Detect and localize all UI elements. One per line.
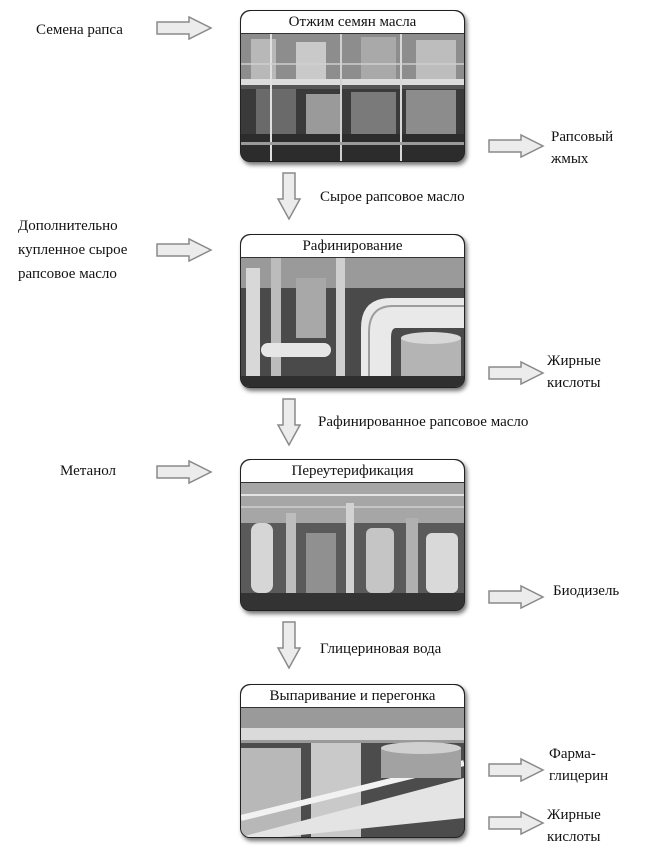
- down-arrow-1: [276, 172, 302, 221]
- output-arrow-fatty-acids-2: [488, 810, 545, 836]
- stage-transesterification-title: Переутерификация: [241, 460, 464, 483]
- refined-oil-label: Рафинированное рапсовое масло: [318, 414, 529, 430]
- stage-refining: Рафинирование: [240, 234, 465, 388]
- input-purchased-oil-line-3: рапсовое масло: [18, 266, 117, 282]
- input-arrow-1: [156, 15, 213, 41]
- output-fatty-acids-2-label: Жирные кислоты: [547, 804, 601, 848]
- output-arrow-biodiesel: [488, 584, 545, 610]
- crude-oil-label: Сырое рапсовое масло: [320, 189, 465, 205]
- output-arrow-pharma-glycerin: [488, 757, 545, 783]
- output-biodiesel-label: Биодизель: [553, 583, 620, 599]
- stage-refining-title: Рафинирование: [241, 235, 464, 258]
- glycerin-water-label: Глицериновая вода: [320, 641, 442, 657]
- output-arrow-fatty-acids-1: [488, 360, 545, 386]
- output-fatty-acids-1-label: Жирные кислоты: [547, 350, 601, 394]
- input-rapeseed-label: Семена рапса: [36, 22, 123, 38]
- output-meal-label: Рапсовый жмых: [551, 126, 613, 170]
- input-purchased-oil-label: Дополнительно купленное сырое рапсовое м…: [18, 214, 127, 286]
- refining-plant-photo: [241, 258, 464, 387]
- down-arrow-2: [276, 398, 302, 447]
- stage-evaporation-distillation: Выпаривание и перегонка: [240, 684, 465, 838]
- output-fatty-acids-1-line-1: Жирные: [547, 353, 601, 369]
- output-pharma-glycerin-line-1: Фарма-: [549, 746, 596, 762]
- output-meal-line-1: Рапсовый: [551, 129, 614, 145]
- output-fatty-acids-2-line-2: кислоты: [547, 829, 601, 845]
- distillation-plant-photo: [241, 708, 464, 837]
- input-purchased-oil-line-2: купленное сырое: [18, 242, 128, 258]
- output-meal-line-2: жмых: [551, 151, 589, 167]
- input-methanol-label: Метанол: [60, 463, 117, 479]
- stage-oil-pressing-title: Отжим семян масла: [241, 11, 464, 34]
- input-purchased-oil-line-1: Дополнительно: [18, 218, 118, 234]
- output-pharma-glycerin-label: Фарма- глицерин: [549, 743, 608, 787]
- stage-evaporation-distillation-title: Выпаривание и перегонка: [241, 685, 464, 708]
- output-fatty-acids-2-line-1: Жирные: [547, 807, 601, 823]
- down-arrow-3: [276, 621, 302, 670]
- output-fatty-acids-1-line-2: кислоты: [547, 375, 601, 391]
- input-arrow-3: [156, 459, 213, 485]
- output-arrow-meal: [488, 133, 545, 159]
- transesterification-plant-photo: [241, 483, 464, 610]
- oil-press-plant-photo: [241, 34, 464, 161]
- stage-transesterification: Переутерификация: [240, 459, 465, 611]
- stage-oil-pressing: Отжим семян масла: [240, 10, 465, 162]
- output-pharma-glycerin-line-2: глицерин: [549, 768, 609, 784]
- input-arrow-2: [156, 237, 213, 263]
